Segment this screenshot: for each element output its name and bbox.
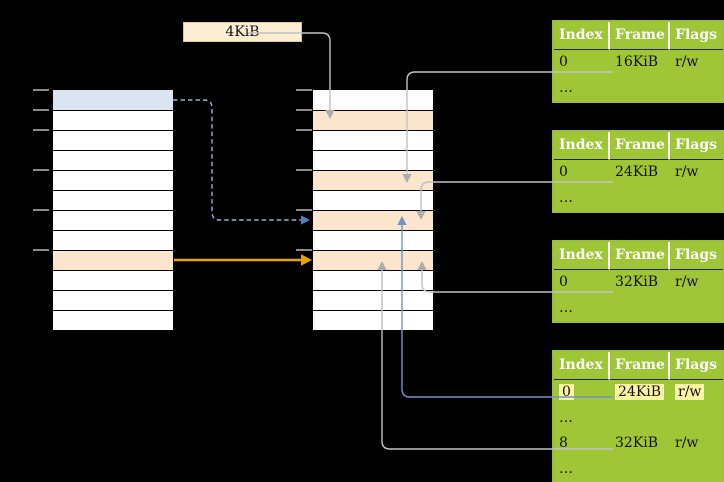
page-table-32kib-r1-c2	[670, 296, 723, 322]
level2-page-table-r2-c1: 32KiB	[615, 435, 659, 452]
page-size-label: 4KiB	[183, 22, 302, 42]
page-table-16kib-r0-c1: 16KiB	[615, 54, 659, 70]
level2-page-table-r2-c2: r/w	[675, 435, 699, 452]
page-table-24kib-r1-c1	[610, 186, 670, 212]
left-memory-column-tick-3	[33, 169, 49, 171]
left-memory-column-cell-9	[53, 270, 173, 290]
highlighted-value: 0	[559, 384, 574, 400]
level2-page-table-r0-c1: 24KiB	[610, 380, 670, 406]
left-memory-column	[52, 89, 174, 331]
left-memory-column-cell-6	[53, 210, 173, 230]
column-header-frame: Frame	[610, 132, 670, 160]
level2-page-table-r3-c2	[670, 457, 723, 482]
page-table-16kib-r0-c2: r/w	[675, 54, 699, 70]
level2-page-table-r0-c2: r/w	[670, 380, 723, 406]
left-memory-column-cell-1	[53, 110, 173, 130]
arrow-blue-page-translation-arrowhead	[301, 215, 310, 225]
page-table-24kib-r0-c2: r/w	[675, 164, 699, 180]
column-header-flags: Flags	[670, 22, 723, 50]
right-memory-column-cell-3	[313, 150, 433, 170]
column-header-frame: Frame	[610, 242, 670, 270]
left-memory-column-cell-11	[53, 310, 173, 330]
level2-page-table-r3-c1	[610, 457, 670, 482]
left-memory-column-cell-0	[53, 90, 173, 110]
left-memory-column-tick-0	[33, 89, 49, 91]
column-header-flags: Flags	[670, 242, 723, 270]
left-memory-column-tick-4	[33, 209, 49, 211]
left-memory-column-tick-5	[33, 249, 49, 251]
page-table-16kib-r1-c1	[610, 76, 670, 102]
level2-page-table-r3-c0: …	[559, 460, 573, 477]
right-memory-column-tick-5	[296, 249, 312, 251]
left-memory-column-cell-8	[53, 250, 173, 270]
arrow-blue-page-translation	[173, 99, 301, 221]
column-header-index: Index	[554, 242, 610, 270]
right-memory-column-cell-5	[313, 190, 433, 210]
left-memory-column-cell-4	[53, 170, 173, 190]
page-table-32kib-r0-c1: 32KiB	[615, 274, 659, 290]
page-table-16kib-r1-c2	[670, 76, 723, 102]
page-table-32kib-r1-c1	[610, 296, 670, 322]
left-memory-column-tick-2	[33, 129, 49, 131]
level2-page-table-r1-c0: …	[559, 409, 573, 426]
right-memory-column	[312, 89, 434, 331]
right-memory-column-tick-2	[296, 129, 312, 131]
highlighted-value: r/w	[675, 384, 705, 400]
page-table-16kib-r1-c0: …	[559, 79, 573, 96]
page-table-32kib-r0-c2: r/w	[675, 274, 699, 290]
column-header-index: Index	[554, 22, 610, 50]
column-header-index: Index	[554, 132, 610, 160]
right-memory-column-cell-1	[313, 110, 433, 130]
column-header-index: Index	[554, 352, 610, 380]
right-memory-column-cell-0	[313, 90, 433, 110]
right-memory-column-tick-0	[296, 89, 312, 91]
level2-page-table-r1-c2	[670, 406, 723, 432]
page-table-24kib-r0-c1: 24KiB	[615, 164, 659, 180]
column-header-flags: Flags	[670, 352, 723, 380]
page-table-24kib-r1-c0: …	[559, 189, 573, 206]
right-memory-column-tick-4	[296, 209, 312, 211]
arrow-orange-page-mapping-arrowhead	[301, 254, 312, 266]
right-memory-column-cell-7	[313, 230, 433, 250]
right-memory-column-cell-8	[313, 250, 433, 270]
right-memory-column-cell-2	[313, 130, 433, 150]
level2-page-table-r2-c0: 8	[559, 435, 568, 452]
right-memory-column-tick-3	[296, 169, 312, 171]
column-header-frame: Frame	[610, 352, 670, 380]
page-table-32kib-r0-c0: 0	[559, 274, 568, 290]
level2-page-table-r0-c0: 0	[554, 380, 610, 406]
left-memory-column-cell-2	[53, 130, 173, 150]
left-memory-column-cell-5	[53, 190, 173, 210]
column-header-flags: Flags	[670, 132, 723, 160]
right-memory-column-cell-6	[313, 210, 433, 230]
right-memory-column-cell-9	[313, 270, 433, 290]
left-memory-column-cell-7	[53, 230, 173, 250]
page-table-32kib-r1-c0: …	[559, 299, 573, 316]
highlighted-value: 24KiB	[615, 384, 665, 400]
column-header-frame: Frame	[610, 22, 670, 50]
page-table-24kib-r0-c0: 0	[559, 164, 568, 180]
right-memory-column-cell-4	[313, 170, 433, 190]
page-table-24kib-r1-c2	[670, 186, 723, 212]
left-memory-column-cell-3	[53, 150, 173, 170]
right-memory-column-cell-10	[313, 290, 433, 310]
level2-page-table-r1-c1	[610, 406, 670, 432]
right-memory-column-tick-1	[296, 109, 312, 111]
right-memory-column-cell-11	[313, 310, 433, 330]
page-table-16kib-r0-c0: 0	[559, 54, 568, 70]
left-memory-column-tick-1	[33, 109, 49, 111]
left-memory-column-cell-10	[53, 290, 173, 310]
